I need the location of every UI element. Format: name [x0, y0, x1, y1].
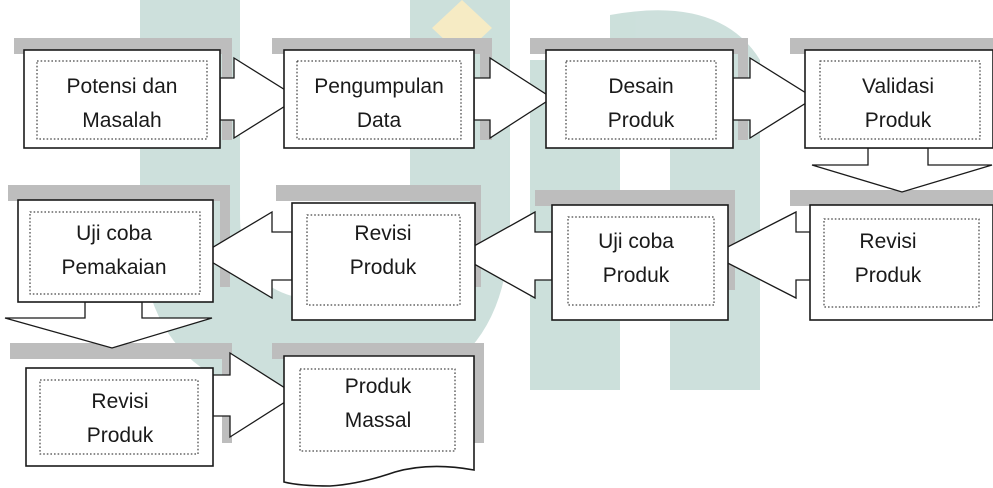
box-potensi: [23, 49, 221, 149]
arrow-down-2: [4, 301, 213, 349]
label-potensi-line2: Masalah: [82, 109, 161, 132]
label-desain-line1: Desain: [608, 75, 673, 98]
box-validasi: [804, 49, 993, 149]
label-produk-massal-line2: Massal: [345, 409, 412, 432]
label-produk-massal-line1: Produk: [345, 375, 412, 398]
label-revisi-2-line2: Produk: [350, 256, 417, 279]
label-revisi-2-line1: Revisi: [354, 222, 411, 245]
label-revisi-3-line1: Revisi: [91, 390, 148, 413]
box-revisi-2: [291, 202, 476, 321]
label-revisi-1-line1: Revisi: [859, 230, 916, 253]
arrow-down-1: [811, 147, 993, 193]
boxes: [17, 49, 993, 487]
label-ujicoba-pemakaian-line2: Pemakaian: [61, 256, 166, 279]
box-pengumpulan: [283, 49, 475, 149]
label-ujicoba-produk-line1: Uji coba: [598, 230, 674, 253]
box-revisi-3: [25, 367, 214, 467]
label-potensi-line1: Potensi dan: [67, 75, 178, 98]
box-desain: [545, 49, 734, 149]
arrow-right-1: [219, 56, 300, 140]
label-validasi-line2: Produk: [865, 109, 932, 132]
box-revisi-1: [809, 204, 993, 321]
label-pengumpulan-line2: Data: [357, 109, 402, 132]
label-ujicoba-produk-line2: Produk: [603, 264, 670, 287]
arrows: [4, 56, 993, 439]
box-ujicoba-pemakaian: [17, 199, 214, 303]
label-ujicoba-pemakaian-line1: Uji coba: [76, 222, 152, 245]
arrow-right-4: [212, 351, 298, 439]
arrow-left-2: [456, 210, 553, 300]
arrow-left-1: [710, 210, 811, 300]
box-ujicoba-produk: [551, 204, 729, 321]
label-validasi-line1: Validasi: [862, 75, 934, 98]
labels: Potensi dan Masalah Pengumpulan Data Des…: [61, 75, 934, 447]
label-revisi-3-line2: Produk: [87, 424, 154, 447]
label-revisi-1-line2: Produk: [855, 264, 922, 287]
arrow-right-3: [732, 56, 816, 140]
label-pengumpulan-line1: Pengumpulan: [314, 75, 444, 98]
arrow-right-2: [473, 56, 554, 140]
arrow-left-3: [198, 210, 293, 300]
label-desain-line2: Produk: [608, 109, 675, 132]
box-produk-massal: [283, 355, 475, 487]
